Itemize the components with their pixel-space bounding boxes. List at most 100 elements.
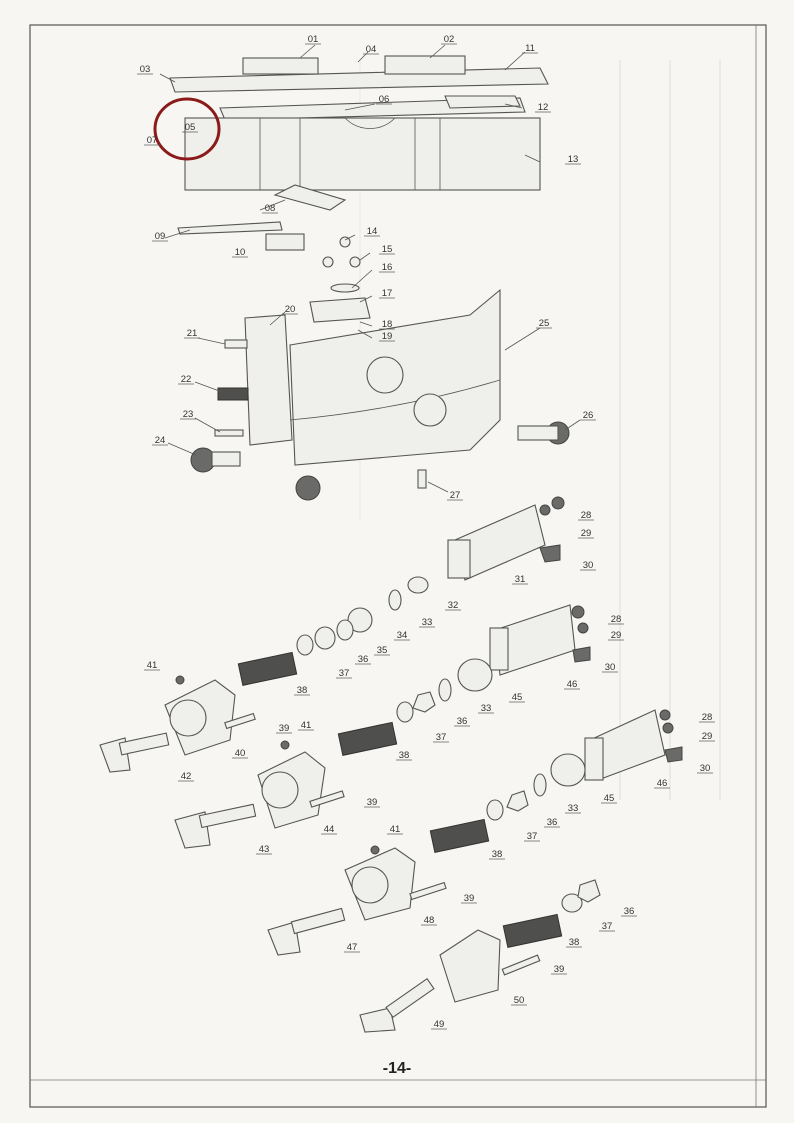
callout-33: 33	[422, 617, 433, 628]
holder-40-bore	[169, 699, 207, 737]
callout-32: 32	[448, 600, 459, 611]
callout-33: 33	[481, 703, 492, 714]
top-block-02	[384, 55, 466, 75]
callout-36: 36	[358, 654, 369, 665]
callout-39: 39	[367, 797, 378, 808]
holder-50	[439, 929, 501, 1003]
callout-35: 35	[377, 645, 388, 656]
screw-41-mid	[280, 740, 290, 750]
callout-18: 18	[382, 319, 393, 330]
wedge-08	[273, 184, 347, 211]
washer-37-mid	[396, 701, 414, 723]
callout-27: 27	[450, 490, 461, 501]
callout-38: 38	[297, 685, 308, 696]
leader-lines	[159, 44, 581, 493]
callout-34: 34	[397, 630, 408, 641]
nut-36-mid	[412, 691, 436, 713]
callout-21: 21	[187, 328, 198, 339]
callout-28: 28	[702, 712, 713, 723]
body-arc	[344, 117, 396, 129]
body-slot-lines	[259, 118, 441, 190]
callout-14: 14	[367, 226, 378, 237]
callout-39: 39	[554, 964, 565, 975]
washer-37	[296, 634, 314, 656]
main-body-13	[184, 117, 541, 191]
callout-40: 40	[235, 748, 246, 759]
cylinder-31-cap	[447, 539, 471, 579]
bolt-24	[190, 447, 216, 473]
pusher-43-shaft	[198, 803, 257, 829]
cylinder-assembly-upper	[237, 496, 565, 686]
cylinder-assembly-middle	[337, 604, 591, 756]
callout-46: 46	[657, 778, 668, 789]
cylinder-assembly-lower	[429, 709, 683, 853]
piston-45-upper	[457, 658, 493, 692]
callout-02: 02	[444, 34, 455, 45]
callout-50: 50	[514, 995, 525, 1006]
pusher-49-shaft	[385, 977, 435, 1019]
callout-43: 43	[259, 844, 270, 855]
callout-30: 30	[583, 560, 594, 571]
callout-22: 22	[181, 374, 192, 385]
bolt-bottom	[295, 475, 321, 501]
callout-28: 28	[581, 510, 592, 521]
callout-41: 41	[390, 824, 401, 835]
callout-17: 17	[382, 288, 393, 299]
page-frame	[29, 24, 767, 1108]
jaw-20	[244, 314, 293, 446]
callout-30: 30	[700, 763, 711, 774]
screw-39-mid	[309, 790, 345, 808]
callout-03: 03	[140, 64, 151, 75]
screw-21	[224, 339, 248, 349]
screw-39-lower	[409, 881, 447, 901]
screw-39-bottom	[501, 954, 541, 976]
clamp-assembly	[190, 236, 570, 501]
callout-42: 42	[181, 771, 192, 782]
callout-24: 24	[155, 435, 166, 446]
callout-41: 41	[301, 720, 312, 731]
callout-29: 29	[611, 630, 622, 641]
screw-41-lower	[370, 845, 380, 855]
pusher-49-head	[359, 1007, 396, 1033]
top-plate	[169, 67, 549, 93]
callout-11: 11	[525, 43, 535, 54]
callout-10: 10	[235, 247, 246, 258]
nut-28	[539, 504, 551, 516]
nut-29-lower	[662, 722, 674, 734]
pusher-42-shaft	[118, 732, 170, 756]
callout-23: 23	[183, 409, 194, 420]
pusher-47-shaft	[290, 907, 346, 935]
screw-14	[339, 236, 351, 248]
callout-19: 19	[382, 331, 393, 342]
ring-35	[336, 619, 354, 641]
washer-16	[330, 283, 360, 293]
nut-29	[551, 496, 565, 510]
callout-38: 38	[399, 750, 410, 761]
callout-37: 37	[602, 921, 613, 932]
bolt-26-shank	[517, 425, 559, 441]
holder-44-bore	[261, 771, 299, 809]
callout-37: 37	[436, 732, 447, 743]
nut-36	[314, 626, 336, 650]
holder-assemblies	[99, 675, 601, 1033]
top-block-01	[242, 57, 319, 75]
callout-12: 12	[538, 102, 549, 113]
side-plate-12	[444, 95, 521, 109]
ring-33	[388, 589, 402, 611]
pin-27	[417, 469, 427, 489]
callout-13: 13	[568, 154, 579, 165]
ring-33-mid	[438, 678, 452, 702]
callout-26: 26	[583, 410, 594, 421]
nut-36-lower	[506, 790, 529, 812]
callout-07: 07	[147, 135, 158, 146]
cylinder-46-lower-cap	[584, 737, 604, 781]
callout-20: 20	[285, 304, 296, 315]
callout-29: 29	[702, 731, 713, 742]
callout-45: 45	[512, 692, 523, 703]
spring-38-upper	[237, 651, 298, 686]
holder-48-bore	[351, 866, 389, 904]
pin-23	[214, 429, 244, 437]
block-10	[265, 233, 305, 251]
spring-38-mid	[337, 721, 398, 756]
